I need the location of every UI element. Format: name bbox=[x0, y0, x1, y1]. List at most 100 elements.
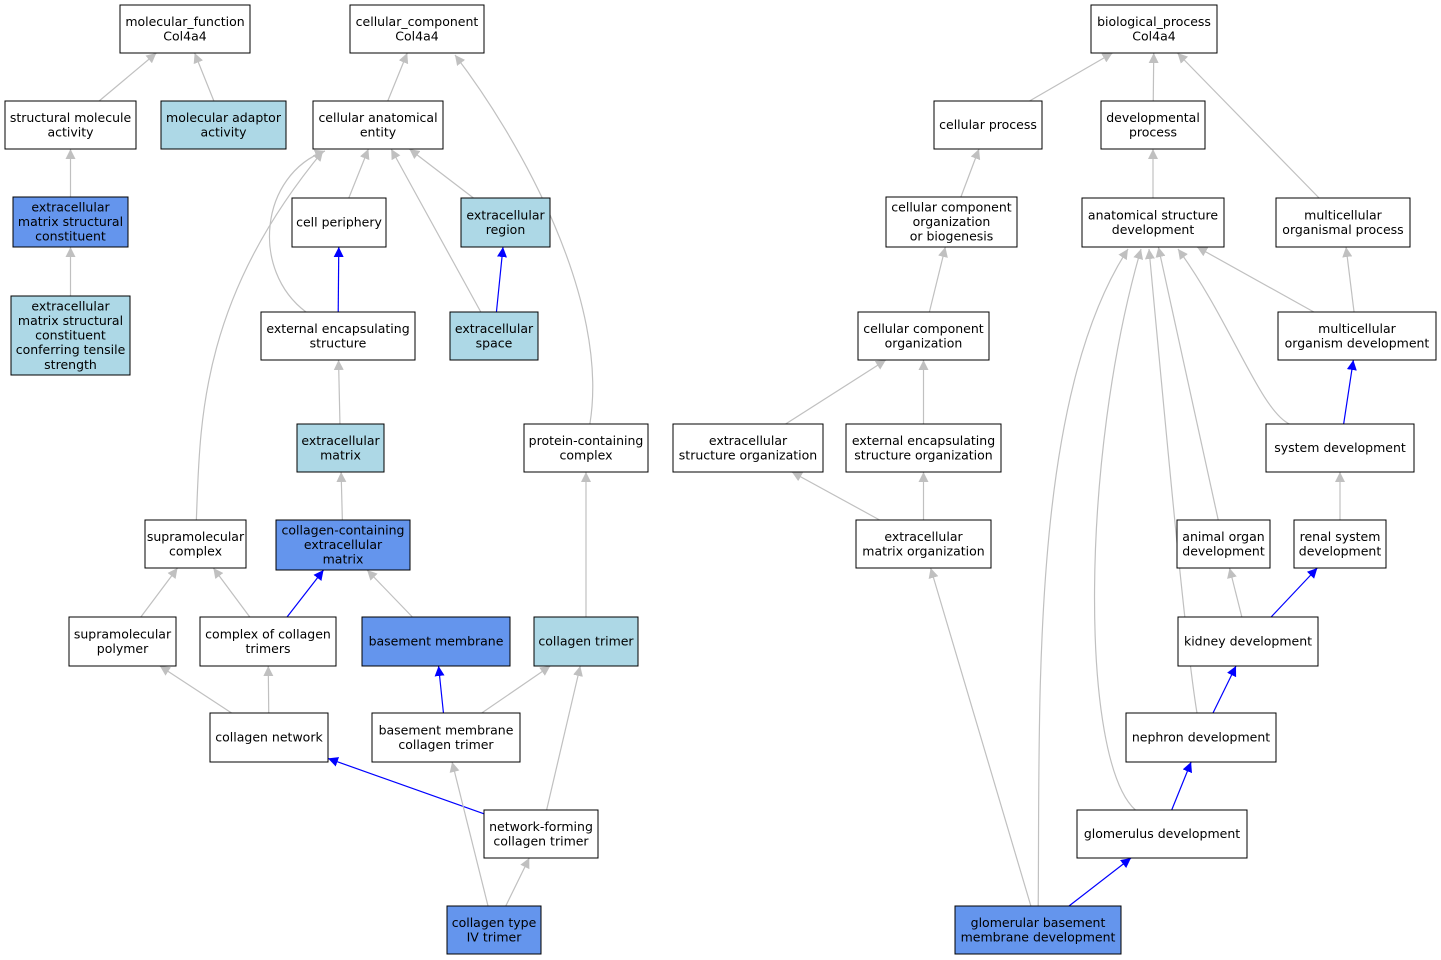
node-gd[interactable]: glomerulus development bbox=[1076, 809, 1248, 859]
edge-dp-to-bp bbox=[1148, 52, 1159, 102]
node-label-line: Col4a4 bbox=[1132, 28, 1175, 43]
node-box bbox=[199, 616, 337, 667]
node-nd[interactable]: nephron development bbox=[1125, 712, 1277, 763]
node-box bbox=[1265, 423, 1415, 473]
node-label-line: extracellular bbox=[31, 199, 110, 214]
edges-layer bbox=[65, 52, 1357, 907]
edge-sd-to-asd bbox=[1177, 248, 1290, 425]
edge-line bbox=[1148, 52, 1159, 102]
edge-line bbox=[481, 665, 551, 714]
node-label-line: extracellular bbox=[304, 537, 383, 552]
edge-es-to-cae bbox=[390, 148, 482, 313]
edge-line bbox=[434, 665, 445, 714]
node-ct[interactable]: collagen trimer bbox=[533, 616, 639, 667]
edge-line bbox=[546, 665, 583, 811]
node-box bbox=[533, 616, 639, 667]
node-sd[interactable]: system development bbox=[1265, 423, 1415, 473]
edge-line bbox=[1270, 567, 1318, 618]
node-label-line: complex bbox=[169, 543, 222, 558]
edge-kd-to-rsd bbox=[1270, 567, 1318, 618]
node-box bbox=[1177, 616, 1319, 667]
node-label-line: cell periphery bbox=[296, 215, 382, 230]
node-label-line: matrix structural bbox=[18, 313, 123, 328]
edge-line bbox=[140, 567, 179, 618]
node-box bbox=[857, 311, 990, 361]
node-label-line: protein-containing bbox=[529, 433, 644, 448]
edge-line bbox=[1155, 246, 1219, 521]
edge-line bbox=[1171, 761, 1192, 811]
node-label-line: molecular_function bbox=[125, 14, 244, 29]
edge-kd-to-aod bbox=[1227, 567, 1243, 618]
node-box bbox=[1277, 311, 1437, 361]
node-label-line: collagen trimer bbox=[398, 737, 494, 752]
edge-coct-to-supc bbox=[212, 567, 251, 618]
edge-mod-to-asd bbox=[1196, 246, 1315, 313]
edge-cproc-to-bp bbox=[1029, 52, 1113, 102]
edge-supp-to-supc bbox=[140, 567, 179, 618]
edge-line bbox=[1227, 567, 1243, 618]
node-box bbox=[845, 423, 1002, 473]
edge-bmct-to-bm bbox=[434, 665, 445, 714]
node-label-line: multicellular bbox=[1318, 321, 1397, 336]
edge-nfct-to-ct bbox=[546, 665, 583, 811]
node-cn[interactable]: collagen network bbox=[209, 712, 329, 763]
node-cp[interactable]: cell periphery bbox=[291, 197, 387, 248]
node-cproc[interactable]: cellular process bbox=[933, 100, 1043, 150]
edge-line bbox=[159, 665, 232, 714]
node-label-line: structural molecule bbox=[10, 110, 132, 125]
node-label-line: supramolecular bbox=[74, 626, 172, 641]
node-bm[interactable]: basement membrane bbox=[361, 616, 511, 667]
node-box bbox=[446, 905, 542, 955]
node-kd[interactable]: kidney development bbox=[1177, 616, 1319, 667]
edge-ct4-to-nfct bbox=[505, 857, 530, 907]
node-label-line: organism development bbox=[1285, 335, 1430, 350]
node-label-line: conferring tensile bbox=[16, 342, 126, 357]
node-label-line: system development bbox=[1274, 440, 1406, 455]
node-box bbox=[855, 519, 992, 569]
edge-line bbox=[195, 150, 324, 521]
node-box bbox=[483, 809, 599, 859]
node-label-line: process bbox=[1129, 124, 1177, 139]
node-label-line: trimers bbox=[245, 641, 290, 656]
edge-cn-to-supp bbox=[159, 665, 232, 714]
node-label-line: organization bbox=[913, 214, 991, 229]
edge-line bbox=[212, 567, 251, 618]
node-label-line: or biogenesis bbox=[910, 229, 994, 244]
edge-line bbox=[333, 246, 344, 313]
edge-bmct-to-ct bbox=[481, 665, 551, 714]
